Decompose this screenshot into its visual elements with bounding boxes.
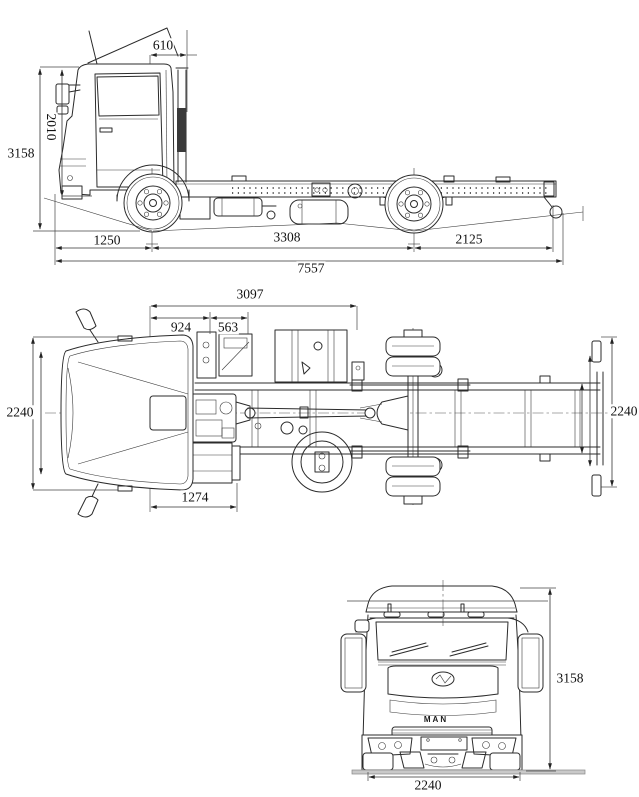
side-rear-wheel — [384, 174, 444, 234]
side-dimension-lines — [33, 30, 564, 265]
dim-front-overall-width: 2240 — [413, 777, 443, 793]
dim-side-overall-length: 7557 — [296, 260, 326, 276]
dim-front-overall-height: 3158 — [555, 670, 585, 686]
spare-wheel — [291, 431, 353, 493]
dim-top-cab-equipment: 1274 — [180, 489, 210, 505]
battery-box-top — [191, 442, 233, 484]
front-wheel-left — [362, 752, 394, 771]
front-view — [340, 580, 586, 781]
dim-top-behind-cab-total: 3097 — [235, 286, 265, 302]
cab-tilt-envelope — [87, 27, 179, 64]
side-cab — [55, 27, 190, 202]
muffler — [213, 197, 263, 217]
side-front-wheel — [123, 173, 183, 233]
mirror-plan-top — [75, 308, 99, 343]
dim-side-front-overhang: 1250 — [92, 232, 122, 248]
front-mirror-right — [507, 617, 544, 693]
dim-side-cab-height: 2010 — [43, 112, 59, 142]
front-wheel-right — [489, 752, 521, 771]
front-mirror-left — [340, 617, 377, 693]
dim-side-cab-tilt: 610 — [151, 37, 175, 53]
dim-side-rear-overhang: 2125 — [454, 231, 484, 247]
door-window — [96, 75, 160, 117]
fuel-tank — [289, 199, 349, 225]
dim-top-width-right: 2240 — [609, 403, 639, 419]
grille — [387, 665, 499, 738]
antenna — [88, 30, 98, 65]
dim-top-width-left: 2240 — [5, 404, 35, 420]
mirror-plan-bottom — [77, 483, 99, 518]
headlight — [61, 185, 83, 200]
side-mirror — [55, 83, 81, 115]
dim-top-behind-cab-a: 924 — [169, 319, 193, 335]
wiper-left — [389, 642, 429, 657]
dim-side-wheelbase: 3308 — [272, 229, 302, 245]
angle-construction-lines — [43, 197, 584, 232]
top-dimension-lines — [31, 304, 617, 512]
license-plate-bracket — [420, 736, 468, 751]
man-badge: MAN — [423, 715, 449, 724]
side-view — [33, 27, 584, 265]
windshield — [375, 621, 509, 666]
roof-hatch — [149, 395, 187, 431]
air-intake-stack — [175, 67, 189, 183]
battery-box — [179, 196, 211, 220]
man-lion-emblem — [431, 671, 455, 687]
engine — [189, 393, 237, 443]
roof — [365, 585, 518, 613]
ground-line — [351, 769, 586, 775]
differential — [376, 395, 409, 431]
door-handle — [99, 127, 113, 133]
rear-underride-roller — [549, 205, 563, 219]
top-view — [31, 304, 632, 518]
wiper-right — [449, 642, 489, 657]
top-rear-wheels — [385, 329, 441, 505]
fuel-tank-top — [274, 329, 348, 383]
top-cab — [60, 308, 194, 518]
top-equipment — [151, 329, 365, 493]
front-dimension-lines — [367, 587, 556, 781]
top-frame — [194, 340, 604, 497]
dim-side-overall-height: 3158 — [6, 145, 36, 161]
dim-top-behind-cab-b: 563 — [216, 319, 240, 335]
